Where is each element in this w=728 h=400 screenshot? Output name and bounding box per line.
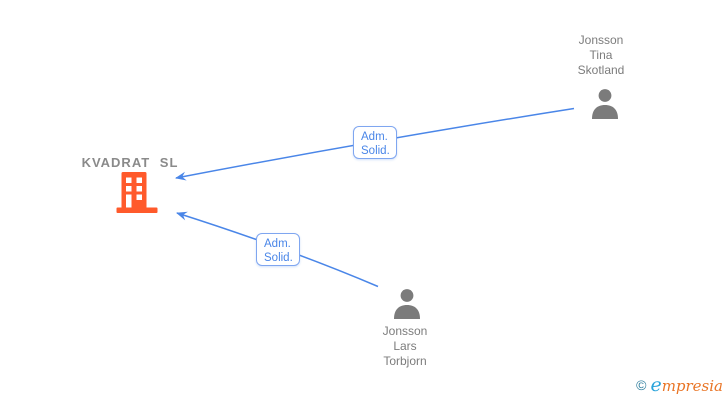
edge-label-adm-solid-bottom[interactable]: Adm. Solid.	[256, 233, 300, 266]
edge-label-line: Solid.	[264, 252, 293, 264]
copyright-icon: ©	[636, 377, 647, 393]
person-name-line: Tina	[589, 48, 613, 62]
person-name-line: Jonsson	[578, 33, 624, 47]
edge-label-line: Adm.	[264, 237, 291, 250]
person-bottom-name[interactable]: Jonsson Lars Torbjorn	[350, 324, 460, 369]
person-icon[interactable]	[589, 88, 621, 119]
company-label[interactable]: KVADRAT SL	[81, 155, 179, 170]
edge-label-adm-solid-top[interactable]: Adm. Solid.	[353, 126, 397, 159]
edge-label-line: Adm.	[361, 130, 388, 143]
brand-initial: e	[650, 374, 662, 396]
person-name-line: Torbjorn	[383, 354, 427, 368]
person-name-line: Lars	[393, 339, 417, 353]
edge-label-line: Solid.	[361, 145, 390, 157]
brand-name: mpresia	[661, 377, 723, 395]
person-name-line: Skotland	[577, 63, 625, 77]
empresia-logo[interactable]: ©empresia	[636, 374, 723, 396]
building-icon[interactable]	[115, 170, 159, 215]
person-top-name[interactable]: Jonsson Tina Skotland	[546, 33, 656, 78]
person-name-line: Jonsson	[382, 324, 428, 338]
person-icon[interactable]	[391, 288, 423, 319]
